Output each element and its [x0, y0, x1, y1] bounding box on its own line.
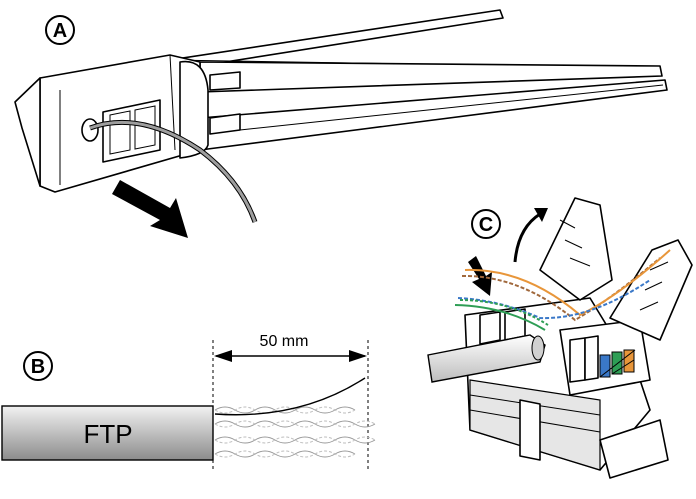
panel-c: C: [427, 197, 693, 479]
ftp-cable-jacket: [1, 405, 214, 461]
step-a-label: A: [53, 20, 67, 42]
step-a-marker: A: [45, 15, 75, 45]
colored-wires: [454, 249, 671, 331]
drain-wire: [214, 377, 366, 416]
strip-length-label: 50 mm: [260, 333, 309, 350]
push-arrow: [468, 256, 492, 296]
stripped-pairs: [214, 377, 376, 458]
panel-b: B FTP 50 mm: [1, 333, 376, 470]
step-c-marker: C: [471, 209, 501, 239]
pull-arrow: [112, 180, 188, 238]
lid-open-1: [539, 197, 613, 301]
panel-a: A: [14, 9, 668, 238]
ftp-label: FTP: [83, 419, 132, 449]
step-b-marker: B: [23, 351, 53, 381]
rotate-arrow: [513, 212, 541, 263]
cable-c: [427, 334, 546, 383]
dimension-arrow: [214, 350, 367, 362]
step-b-label: B: [31, 356, 45, 378]
step-c-label: C: [479, 214, 493, 236]
lid-open-2: [609, 239, 693, 341]
